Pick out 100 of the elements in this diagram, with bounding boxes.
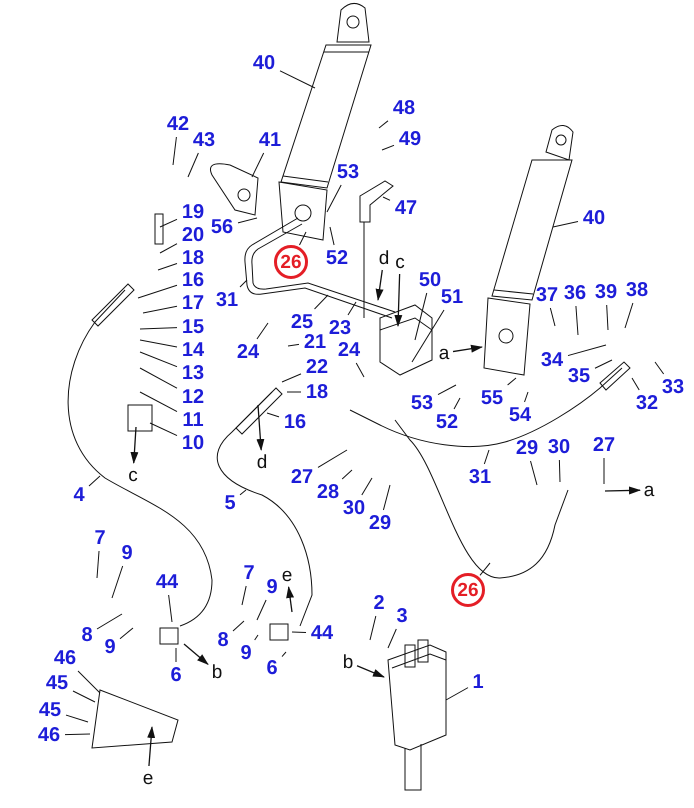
reference-letter: e [141, 768, 155, 788]
callout-number: 9 [119, 542, 135, 564]
leader-line [507, 378, 516, 386]
leader-line [299, 232, 306, 246]
leader-line [120, 628, 134, 640]
callout-number: 21 [301, 331, 329, 353]
callout-number: 6 [264, 657, 280, 679]
leader-line [78, 670, 100, 694]
leader-line [342, 470, 352, 480]
callout-number: 25 [288, 311, 316, 333]
leader-line [356, 362, 364, 378]
leader-line [150, 422, 178, 436]
reference-arrow [452, 344, 483, 353]
leader-line [606, 304, 608, 330]
callout-number: 30 [340, 497, 368, 519]
callout-number: 29 [513, 437, 541, 459]
leader-line [361, 478, 372, 496]
callout-number: 43 [190, 129, 218, 151]
leader-line [412, 310, 444, 362]
callout-number: 30 [545, 436, 573, 458]
callout-number: 54 [506, 404, 534, 426]
callout-number: 24 [234, 341, 262, 363]
callout-number: 47 [392, 197, 420, 219]
reference-letter: d [255, 452, 269, 472]
leader-line [382, 144, 394, 150]
reference-letter: d [377, 248, 391, 268]
callout-number: 22 [303, 356, 331, 378]
leader-line [88, 476, 100, 486]
leader-line [484, 450, 490, 464]
callout-number: 18 [179, 247, 207, 269]
callout-number: 35 [565, 365, 593, 387]
callout-number: 9 [102, 636, 118, 658]
callout-number: 4 [71, 484, 87, 506]
leader-line [172, 136, 177, 166]
callout-number: 19 [179, 201, 207, 223]
leader-line [594, 360, 612, 369]
callout-number: 7 [92, 527, 108, 549]
callout-number: 33 [659, 376, 687, 398]
leader-line [256, 600, 267, 620]
callout-number: 52 [323, 247, 351, 269]
leader-line [188, 152, 199, 178]
leader-line [280, 70, 316, 88]
callout-number: 16 [179, 269, 207, 291]
leader-line [654, 362, 664, 374]
callout-number: 12 [179, 386, 207, 408]
callout-number: 10 [179, 432, 207, 454]
callout-number: 40 [580, 207, 608, 229]
leader-line [282, 652, 286, 658]
callout-number: 46 [35, 724, 63, 746]
leader-line [550, 308, 556, 326]
leader-line [624, 302, 634, 328]
leader-line [414, 292, 428, 340]
leader-line [158, 262, 178, 270]
callout-number: 2 [371, 592, 387, 614]
callout-number: 44 [308, 622, 336, 644]
callout-number: 27 [288, 466, 316, 488]
leader-line [254, 634, 258, 640]
leader-line [330, 226, 335, 246]
callout-number: 37 [533, 284, 561, 306]
callout-number: 51 [438, 286, 466, 308]
callout-number: 53 [334, 161, 362, 183]
leader-line [242, 586, 247, 606]
leader-line [160, 243, 178, 254]
leader-line [142, 306, 178, 314]
leader-line [382, 196, 390, 201]
leader-line [168, 594, 172, 622]
leader-line [96, 614, 122, 630]
callout-number: 44 [153, 571, 181, 593]
reference-arrow [356, 665, 385, 678]
callout-number: 31 [213, 289, 241, 311]
callout-number: 15 [179, 316, 207, 338]
callout-number: 26 [274, 245, 308, 279]
leader-line [288, 344, 300, 346]
callout-number: 18 [303, 381, 331, 403]
callout-number: 39 [592, 281, 620, 303]
callout-number: 42 [164, 113, 192, 135]
callout-number: 34 [538, 349, 566, 371]
leader-line [314, 294, 328, 310]
reference-letter: a [642, 480, 656, 500]
callout-number: 13 [179, 362, 207, 384]
callout-number: 41 [256, 129, 284, 151]
leader-line [438, 384, 456, 396]
reference-arrow [394, 274, 402, 327]
reference-arrow [286, 586, 294, 612]
callout-number: 32 [633, 392, 661, 414]
callout-number: 46 [51, 647, 79, 669]
reference-letter: b [341, 652, 355, 672]
callout-number: 31 [466, 466, 494, 488]
callout-number: 56 [208, 216, 236, 238]
callout-number: 11 [179, 409, 207, 431]
leader-line [326, 184, 342, 212]
reference-arrow [147, 726, 156, 766]
callout-number: 3 [394, 605, 410, 627]
leader-line [568, 344, 606, 356]
leader-line [140, 368, 178, 389]
leader-line [480, 562, 490, 576]
callout-number: 9 [238, 642, 254, 664]
callout-number: 8 [215, 629, 231, 651]
leader-line [252, 152, 264, 178]
reference-arrow [184, 644, 209, 665]
